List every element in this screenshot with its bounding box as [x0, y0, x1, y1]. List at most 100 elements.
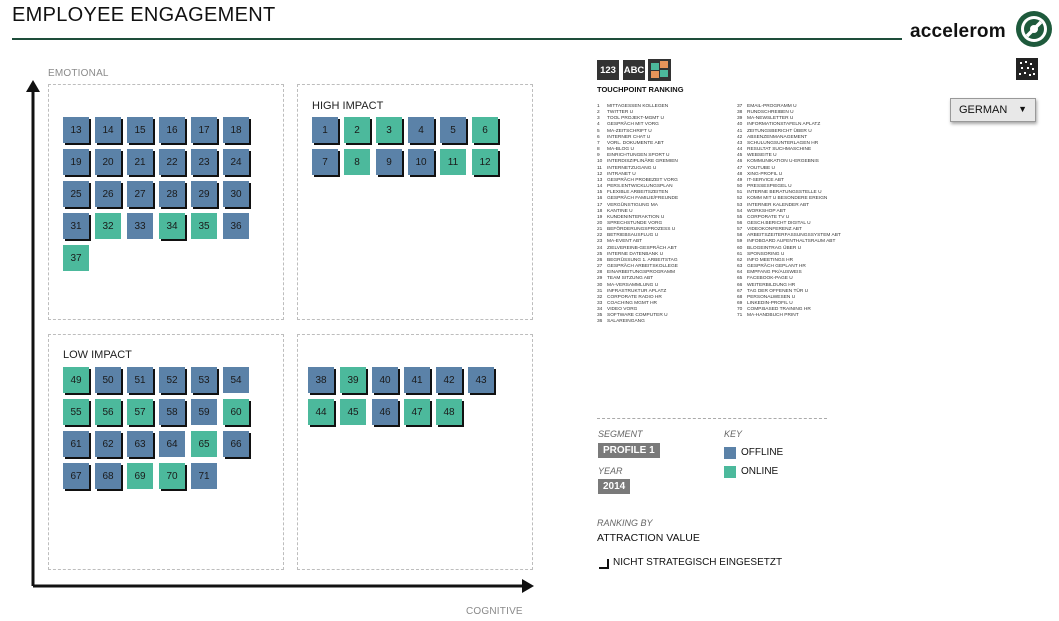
- touchpoint-tile-12[interactable]: 12: [472, 149, 498, 175]
- touchpoint-tile-50[interactable]: 50: [95, 367, 121, 393]
- touchpoint-tile-22[interactable]: 22: [159, 149, 185, 175]
- touchpoint-tile-66[interactable]: 66: [223, 431, 249, 457]
- touchpoint-tile-62[interactable]: 62: [95, 431, 121, 457]
- color-grid-icon[interactable]: [648, 59, 671, 81]
- segment-value[interactable]: PROFILE 1: [598, 443, 660, 458]
- touchpoint-tile-18[interactable]: 18: [223, 117, 249, 143]
- ranking-number: 12: [597, 171, 603, 177]
- year-value[interactable]: 2014: [598, 479, 631, 494]
- ranking-number: 15: [597, 190, 603, 196]
- ranking-number: 9: [597, 153, 600, 159]
- touchpoint-tile-43[interactable]: 43: [468, 367, 494, 393]
- ranking-item-label: ARBEITSZEITERFASSUNGSSYSTEM ABT: [747, 233, 841, 239]
- touchpoint-tile-36[interactable]: 36: [223, 213, 249, 239]
- touchpoint-tile-5[interactable]: 5: [440, 117, 466, 143]
- touchpoint-tile-69[interactable]: 69: [127, 463, 153, 489]
- touchpoint-tile-63[interactable]: 63: [127, 431, 153, 457]
- touchpoint-tile-39[interactable]: 39: [340, 367, 366, 393]
- touchpoint-tile-21[interactable]: 21: [127, 149, 153, 175]
- touchpoint-tile-7[interactable]: 7: [312, 149, 338, 175]
- ranking-item-label: VORL. DOKUMENTE ABT: [607, 140, 664, 146]
- touchpoint-tile-51[interactable]: 51: [127, 367, 153, 393]
- touchpoint-tile-29[interactable]: 29: [191, 181, 217, 207]
- touchpoint-tile-52[interactable]: 52: [159, 367, 185, 393]
- touchpoint-tile-13[interactable]: 13: [63, 117, 89, 143]
- touchpoint-tile-45[interactable]: 45: [340, 399, 366, 425]
- numbers-view-button[interactable]: 123: [597, 60, 619, 80]
- touchpoint-tile-46[interactable]: 46: [372, 399, 398, 425]
- ranking-item-label: GESCH.BERICHT DIGITAL U: [747, 220, 811, 226]
- ranking-item-label: SALAREINGANG: [607, 319, 645, 325]
- touchpoint-tile-59[interactable]: 59: [191, 399, 217, 425]
- touchpoint-tile-42[interactable]: 42: [436, 367, 462, 393]
- ranking-number: 22: [597, 233, 603, 239]
- touchpoint-tile-71[interactable]: 71: [191, 463, 217, 489]
- touchpoint-tile-1[interactable]: 1: [312, 117, 338, 143]
- touchpoint-tile-64[interactable]: 64: [159, 431, 185, 457]
- touchpoint-tile-47[interactable]: 47: [404, 399, 430, 425]
- ranking-number: 20: [597, 220, 603, 226]
- touchpoint-tile-19[interactable]: 19: [63, 149, 89, 175]
- touchpoint-tile-33[interactable]: 33: [127, 213, 153, 239]
- touchpoint-tile-24[interactable]: 24: [223, 149, 249, 175]
- touchpoint-tile-61[interactable]: 61: [63, 431, 89, 457]
- ranking-item-label: BETRIEBSAUSFLUG U: [607, 233, 659, 239]
- ranking-item-label: XING-PROFIL U: [747, 171, 783, 177]
- touchpoint-tile-58[interactable]: 58: [159, 399, 185, 425]
- touchpoint-tile-16[interactable]: 16: [159, 117, 185, 143]
- touchpoint-tile-35[interactable]: 35: [191, 213, 217, 239]
- touchpoint-tile-48[interactable]: 48: [436, 399, 462, 425]
- ranking-item-label: INFRASTRUKTUR APLATZ: [607, 288, 667, 294]
- touchpoint-tile-10[interactable]: 10: [408, 149, 434, 175]
- touchpoint-tile-44[interactable]: 44: [308, 399, 334, 425]
- touchpoint-tile-14[interactable]: 14: [95, 117, 121, 143]
- touchpoint-tile-31[interactable]: 31: [63, 213, 89, 239]
- touchpoint-tile-3[interactable]: 3: [376, 117, 402, 143]
- touchpoint-tile-55[interactable]: 55: [63, 399, 89, 425]
- touchpoint-tile-23[interactable]: 23: [191, 149, 217, 175]
- touchpoint-tile-27[interactable]: 27: [127, 181, 153, 207]
- touchpoint-tile-53[interactable]: 53: [191, 367, 217, 393]
- language-select[interactable]: GERMAN ▼: [950, 98, 1036, 122]
- touchpoint-tile-8[interactable]: 8: [344, 149, 370, 175]
- ranking-item-label: SPONSORING U: [747, 251, 785, 257]
- touchpoint-tile-11[interactable]: 11: [440, 149, 466, 175]
- touchpoint-tile-56[interactable]: 56: [95, 399, 121, 425]
- ranking-by-value[interactable]: ATTRACTION VALUE: [597, 532, 700, 544]
- touchpoint-tile-28[interactable]: 28: [159, 181, 185, 207]
- touchpoint-tile-32[interactable]: 32: [95, 213, 121, 239]
- touchpoint-tile-34[interactable]: 34: [159, 213, 185, 239]
- touchpoint-tile-4[interactable]: 4: [408, 117, 434, 143]
- touchpoint-tile-9[interactable]: 9: [376, 149, 402, 175]
- touchpoint-tile-65[interactable]: 65: [191, 431, 217, 457]
- ranking-item-label: PRESSESPIEGEL U: [747, 184, 792, 190]
- touchpoint-tile-41[interactable]: 41: [404, 367, 430, 393]
- touchpoint-tile-67[interactable]: 67: [63, 463, 89, 489]
- touchpoint-tile-6[interactable]: 6: [472, 117, 498, 143]
- touchpoint-tile-57[interactable]: 57: [127, 399, 153, 425]
- ranking-number: 43: [737, 140, 743, 146]
- touchpoint-tile-49[interactable]: 49: [63, 367, 89, 393]
- touchpoint-tile-26[interactable]: 26: [95, 181, 121, 207]
- touchpoint-tile-37[interactable]: 37: [63, 245, 89, 271]
- touchpoint-tile-68[interactable]: 68: [95, 463, 121, 489]
- touchpoint-tile-25[interactable]: 25: [63, 181, 89, 207]
- offline-swatch: [724, 447, 736, 459]
- touchpoint-tile-2[interactable]: 2: [344, 117, 370, 143]
- ranking-number: 47: [737, 165, 743, 171]
- touchpoint-tile-38[interactable]: 38: [308, 367, 334, 393]
- touchpoint-tile-30[interactable]: 30: [223, 181, 249, 207]
- touchpoint-tile-60[interactable]: 60: [223, 399, 249, 425]
- touchpoint-tile-17[interactable]: 17: [191, 117, 217, 143]
- touchpoint-tile-15[interactable]: 15: [127, 117, 153, 143]
- scatter-view-icon[interactable]: [1016, 58, 1038, 80]
- touchpoint-tile-70[interactable]: 70: [159, 463, 185, 489]
- touchpoint-tile-40[interactable]: 40: [372, 367, 398, 393]
- touchpoint-tile-54[interactable]: 54: [223, 367, 249, 393]
- ranking-item-label: VIDEOKONFERENZ ABT: [747, 227, 802, 233]
- ranking-number: 24: [597, 245, 603, 251]
- touchpoint-tile-20[interactable]: 20: [95, 149, 121, 175]
- ranking-number: 42: [737, 134, 743, 140]
- letters-view-button[interactable]: ABC: [623, 60, 645, 80]
